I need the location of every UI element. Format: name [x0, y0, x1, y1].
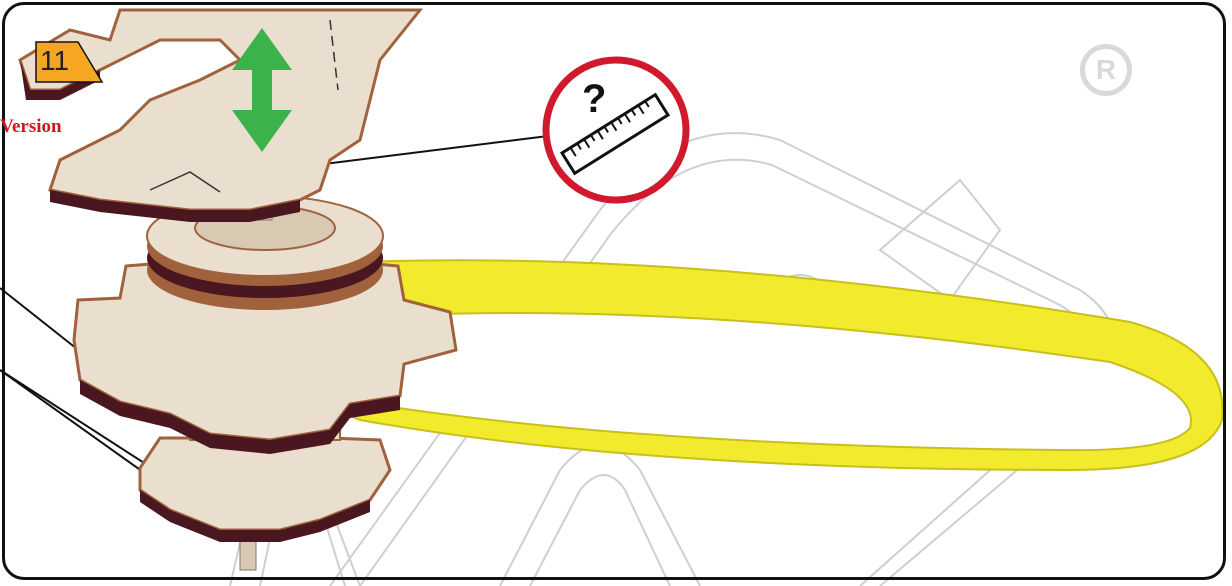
page-border [2, 2, 1226, 580]
registered-symbol: R [1096, 54, 1116, 85]
registered-icon: R [1080, 44, 1132, 96]
step-number: 11 [40, 44, 69, 78]
version-label: Version [0, 116, 62, 138]
